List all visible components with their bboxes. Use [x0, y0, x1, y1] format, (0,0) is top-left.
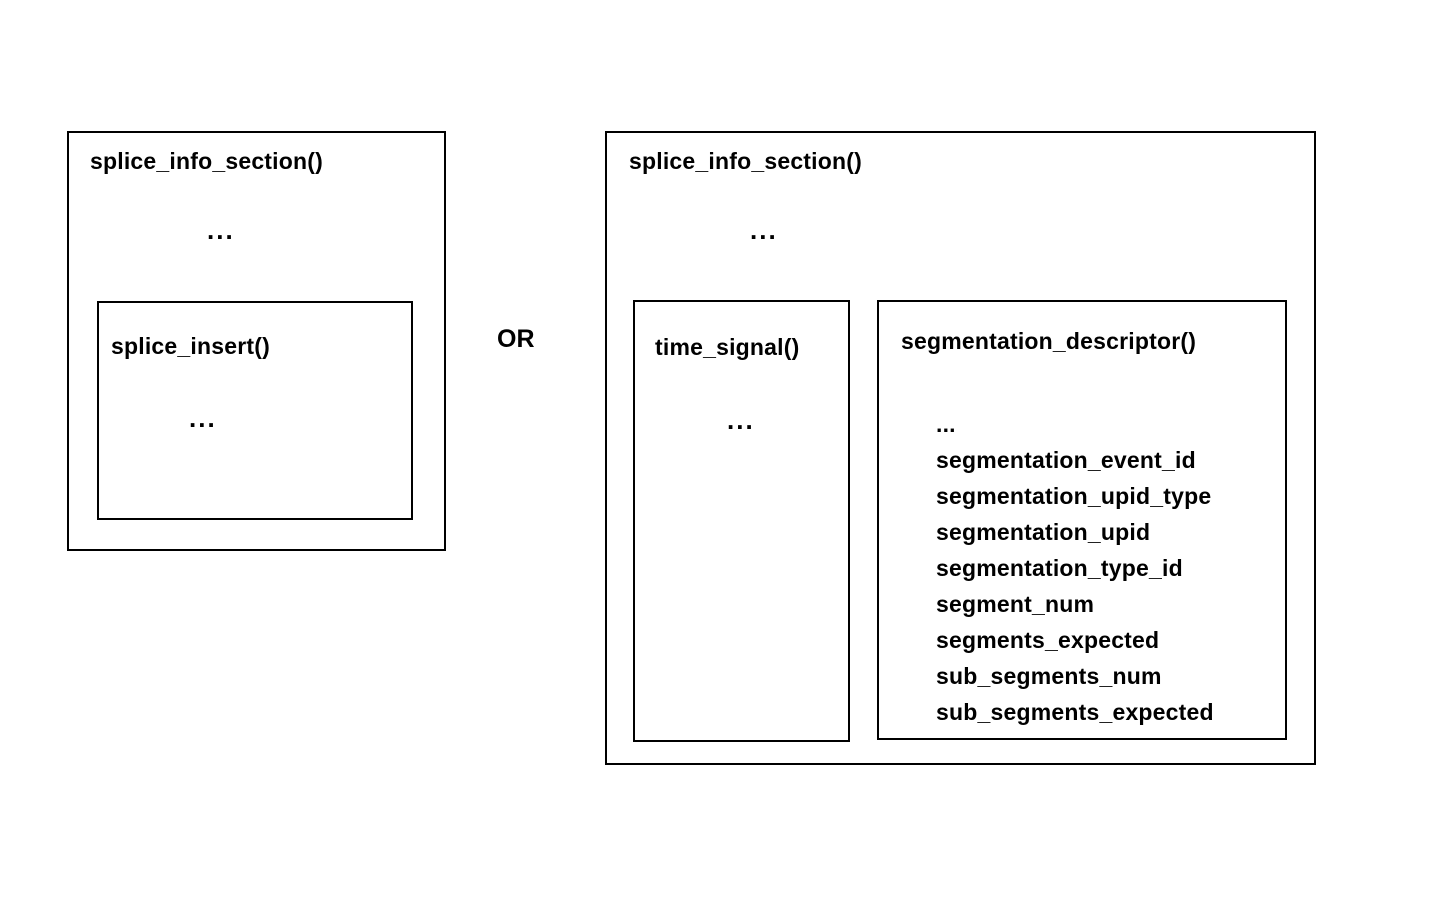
descriptor-field: sub_segments_num — [936, 663, 1162, 689]
or-label: OR — [497, 325, 535, 353]
descriptor-field: segmentation_event_id — [936, 447, 1196, 473]
time-signal-box: time_signal() ... — [633, 300, 850, 742]
descriptor-field: segment_num — [936, 591, 1095, 617]
descriptor-field: segmentation_upid_type — [936, 483, 1212, 509]
descriptor-field: segments_expected — [936, 627, 1160, 653]
ellipsis-text: ... — [189, 403, 217, 433]
splice-insert-box: splice_insert() ... — [97, 301, 413, 520]
box-title: splice_info_section() — [629, 148, 862, 174]
descriptor-field: segmentation_upid — [936, 519, 1151, 545]
descriptor-field: sub_segments_expected — [936, 699, 1214, 725]
ellipsis-text: ... — [750, 215, 778, 245]
splice-info-section-box-right: splice_info_section() ... time_signal() … — [605, 131, 1316, 765]
segmentation-descriptor-box: segmentation_descriptor() ... segmentati… — [877, 300, 1287, 740]
box-title: segmentation_descriptor() — [901, 328, 1197, 354]
ellipsis-text: ... — [727, 405, 755, 435]
box-title: time_signal() — [655, 334, 800, 360]
box-title: splice_info_section() — [90, 148, 323, 174]
descriptor-field: segmentation_type_id — [936, 555, 1183, 581]
ellipsis-text: ... — [207, 215, 235, 245]
splice-info-section-box-left: splice_info_section() ... splice_insert(… — [67, 131, 446, 551]
box-title: splice_insert() — [111, 333, 270, 359]
descriptor-field: ... — [936, 411, 956, 437]
descriptor-field-list: ... segmentation_event_id segmentation_u… — [936, 406, 1214, 730]
